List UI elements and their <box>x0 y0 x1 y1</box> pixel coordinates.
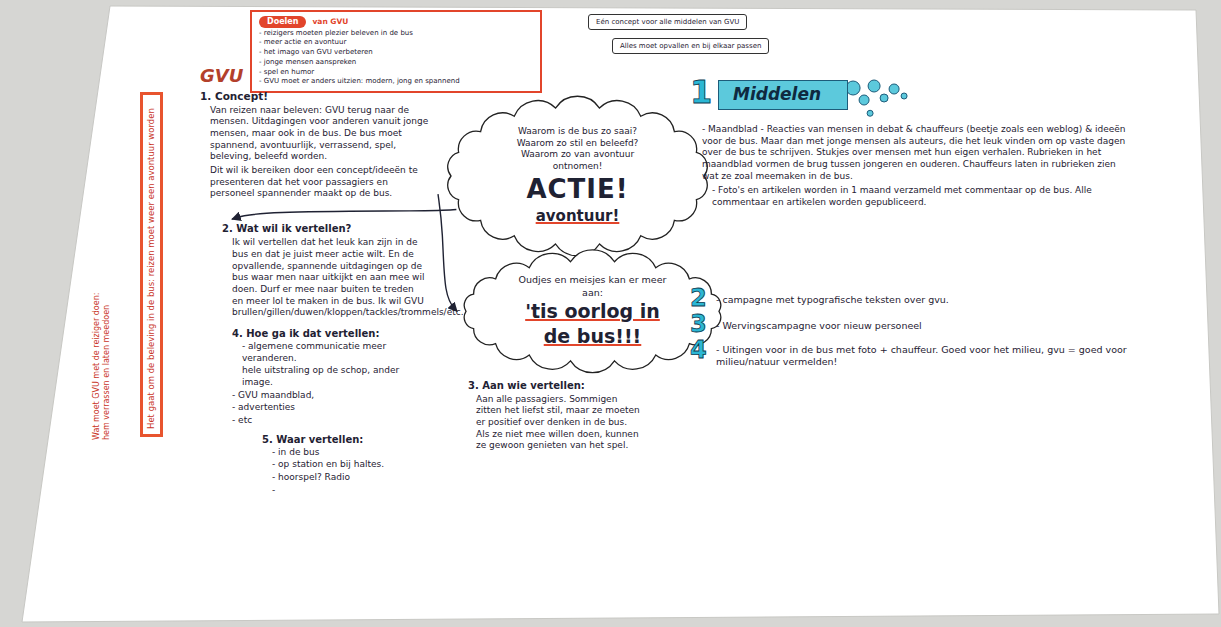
sketch-arrow <box>232 210 456 220</box>
side-box: Het gaat om de beleving in de bus: reize… <box>140 92 163 437</box>
node-text: Oudjes en meisjes kan er meer aan: <box>518 274 668 299</box>
callout-number: 1 <box>690 76 712 108</box>
section-heading: 4. Hoe ga ik dat vertellen: <box>232 327 379 340</box>
side-note: Wat moet GVU met de reiziger doen: hem v… <box>92 290 113 440</box>
node-subtext: - GVU moet er anders uitzien: modern, jo… <box>259 77 533 86</box>
list-item: - advertenties <box>232 402 295 414</box>
goal-tag: Doelen <box>259 16 306 28</box>
paint-blob <box>867 110 873 116</box>
paint-blob <box>901 93 907 99</box>
note-text: - Maandblad - Reacties van mensen in deb… <box>702 124 1132 182</box>
sketch-arrow <box>438 194 457 311</box>
note-text: Van reizen naar beleven: GVU terug naar … <box>210 105 435 163</box>
thought-cloud: Oudjes en meisjes kan er meer aan:'tis o… <box>455 250 730 373</box>
list-item: - GVU maandblad, <box>232 390 314 402</box>
callout-number: 2 <box>690 286 707 310</box>
page-heading: GVU <box>200 64 243 87</box>
section-band: Middelen <box>718 80 848 110</box>
node-text: Doelen <box>267 17 298 27</box>
node-subtext: - reizigers moeten plezier beleven in de… <box>259 29 533 38</box>
node-text: Eén concept voor alle middelen van GVU <box>596 18 739 26</box>
section-heading: 5. Waar vertellen: <box>262 433 363 446</box>
paint-blob <box>846 81 860 95</box>
node-text: Middelen <box>733 84 821 105</box>
note-text: Aan alle passagiers. Sommigen zitten het… <box>476 394 641 452</box>
node-subtext: - het imago van GVU verbeteren <box>259 48 533 57</box>
cloud-outline-path <box>464 250 721 373</box>
node-subtext: ACTIE! <box>503 173 653 207</box>
node-subtext: - spel en humor <box>259 68 533 77</box>
list-item: - <box>272 485 275 497</box>
callout-number: 4 <box>690 338 707 362</box>
node-text: Waarom is de bus zo saai? Waarom zo stil… <box>503 126 653 173</box>
note-text: Ik wil vertellen dat het leuk kan zijn i… <box>232 237 427 319</box>
paint-blob <box>880 94 888 102</box>
note-box: Eén concept voor alle middelen van GVU <box>588 14 747 30</box>
node-subtext: 'tis oorlog in de bus!!! <box>518 299 668 348</box>
node-subtext: avontuur! <box>503 207 653 227</box>
list-item: - in de bus <box>272 447 319 459</box>
thought-cloud: Waarom is de bus zo saai? Waarom zo stil… <box>440 96 715 256</box>
note-text: - Uitingen voor in de bus met foto + cha… <box>716 344 1136 369</box>
goal-box: Doelen van GVU - reizigers moeten plezier … <box>250 10 542 93</box>
note-box: Alles moet opvallen en bij elkaar passen <box>612 38 769 54</box>
section-heading: 2. Wat wil ik vertellen? <box>222 222 351 235</box>
callout-number: 3 <box>690 312 707 336</box>
paint-blob <box>889 84 899 94</box>
paint-blob <box>859 95 869 105</box>
list-item: - algemene communicatie meer veranderen. <box>242 341 417 364</box>
node-text: Alles moet opvallen en bij elkaar passen <box>620 42 761 50</box>
node-subtext: - jonge mensen aanspreken <box>259 58 533 67</box>
list-item: - op station en bij haltes. <box>272 459 384 471</box>
paint-blobs <box>846 80 907 116</box>
list-item: - etc <box>232 415 252 427</box>
section-heading: 1. Concept! <box>200 90 268 104</box>
list-item: hele uitstraling op de schop, ander imag… <box>242 365 417 388</box>
note-text: - campagne met typografische teksten ove… <box>716 294 1136 306</box>
node-text: van GVU <box>312 17 348 26</box>
paper-sheet <box>22 6 1219 622</box>
note-text: Dit wil ik bereiken door een concept/ide… <box>210 165 435 200</box>
note-text: - Foto's en artikelen worden in 1 maand … <box>712 185 1132 208</box>
node-subtext: - meer actie en avontuur <box>259 38 533 47</box>
node-text: Het gaat om de beleving in de bus: reize… <box>146 100 157 429</box>
section-heading: 3. Aan wie vertellen: <box>468 379 585 392</box>
cloud-outline-path <box>448 96 707 256</box>
note-text: - Wervingscampagne voor nieuw personeel <box>716 320 1136 332</box>
list-item: - hoorspel? Radio <box>272 472 350 484</box>
paint-blob <box>868 80 880 92</box>
